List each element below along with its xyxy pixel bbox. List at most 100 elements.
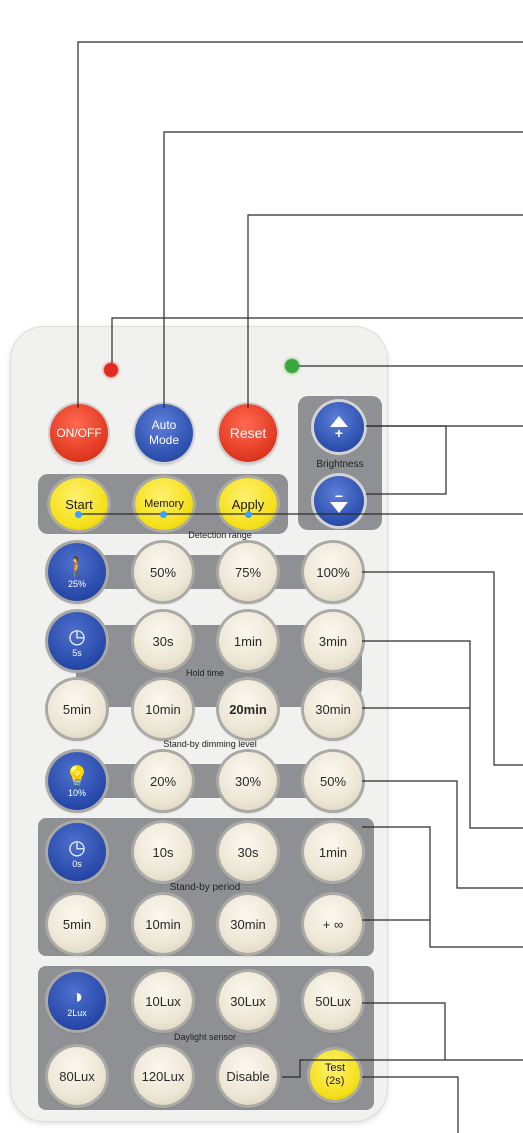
brightness-up-button[interactable]: +	[314, 402, 364, 452]
daylight-50lux-label: 50Lux	[315, 993, 351, 1009]
hold-1min-button[interactable]: 1min	[219, 612, 277, 670]
detection-75-label: 75%	[234, 564, 262, 580]
brightness-label: Brightness	[316, 459, 364, 470]
memory-button[interactable]: Memory	[135, 478, 193, 530]
standby-dimming-label: Stand-by dimming level	[163, 739, 257, 749]
hold-time-mode-value: 5s	[72, 647, 82, 658]
detection-range-mode-value: 25%	[67, 578, 86, 589]
standby-period-label: Stand-by period	[169, 882, 241, 893]
hold-5min-button[interactable]: 5min	[48, 680, 106, 738]
standby-dimming-mode-value: 10%	[67, 787, 86, 798]
daylight-30lux-label: 30Lux	[230, 993, 266, 1009]
period-1min-label: 1min	[318, 844, 348, 860]
dimming-30-label: 30%	[234, 773, 262, 789]
hold-10min-button[interactable]: 10min	[134, 680, 192, 738]
standby-period-mode-button[interactable]: ◷ 0s	[48, 823, 106, 881]
hold-30s-button[interactable]: 30s	[134, 612, 192, 670]
standby-dimming-mode-button[interactable]: 💡 10%	[48, 752, 106, 810]
daylight-disable-button[interactable]: Disable	[219, 1047, 277, 1105]
arrow-down-icon	[330, 501, 348, 513]
dimming-50-label: 50%	[319, 773, 347, 789]
daylight-120lux-button[interactable]: 120Lux	[134, 1047, 192, 1105]
period-5min-button[interactable]: 5min	[48, 895, 106, 953]
hold-time-label: Hold time	[185, 668, 224, 678]
period-30min-button[interactable]: 30min	[219, 895, 277, 953]
reset-label: Reset	[229, 425, 267, 441]
reset-button[interactable]: Reset	[219, 404, 277, 462]
hold-20min-label: 20min	[229, 701, 267, 717]
arrow-up-icon	[330, 415, 348, 427]
memory-indicator-dot	[160, 511, 167, 518]
on-off-label: ON/OFF	[56, 426, 102, 440]
period-infinite-button[interactable]: + ∞	[304, 895, 362, 953]
period-10s-label: 10s	[152, 844, 174, 860]
dimming-30-button[interactable]: 30%	[219, 752, 277, 810]
hold-3min-button[interactable]: 3min	[304, 612, 362, 670]
clock-icon: ◷	[68, 836, 86, 859]
hold-1min-label: 1min	[233, 633, 263, 649]
detection-100-label: 100%	[316, 564, 350, 580]
bulb-icon: 💡	[64, 765, 90, 788]
plus-icon: +	[334, 424, 344, 441]
detection-75-button[interactable]: 75%	[219, 543, 277, 601]
hold-5min-label: 5min	[62, 701, 92, 717]
sun-half-icon: ◑	[70, 985, 84, 1008]
hold-30min-label: 30min	[315, 701, 351, 717]
standby-period-mode-value: 0s	[72, 858, 82, 869]
period-30s-label: 30s	[237, 844, 259, 860]
daylight-sensor-label: Daylight sensor	[173, 1032, 237, 1042]
auto-mode-label-line2: Mode	[148, 433, 180, 447]
daylight-120lux-label: 120Lux	[141, 1068, 185, 1084]
red-indicator-led	[104, 363, 118, 377]
dimming-50-button[interactable]: 50%	[304, 752, 362, 810]
walking-person-icon: 🚶	[64, 556, 90, 579]
daylight-10lux-label: 10Lux	[145, 993, 181, 1009]
test-label-line2: (2s)	[325, 1075, 345, 1087]
hold-10min-label: 10min	[145, 701, 181, 717]
daylight-sensor-mode-button[interactable]: ◑ 2Lux	[48, 972, 106, 1030]
daylight-30lux-button[interactable]: 30Lux	[219, 972, 277, 1030]
detection-50-label: 50%	[149, 564, 177, 580]
period-10min-label: 10min	[145, 916, 181, 932]
hold-time-mode-button[interactable]: ◷ 5s	[48, 612, 106, 670]
dimming-20-label: 20%	[149, 773, 177, 789]
hold-30s-label: 30s	[152, 633, 174, 649]
apply-label: Apply	[231, 496, 265, 512]
daylight-80lux-button[interactable]: 80Lux	[48, 1047, 106, 1105]
detection-range-label: Detection range	[188, 530, 252, 540]
daylight-10lux-button[interactable]: 10Lux	[134, 972, 192, 1030]
auto-mode-button[interactable]: Auto Mode	[135, 404, 193, 462]
detection-50-button[interactable]: 50%	[134, 543, 192, 601]
period-30min-label: 30min	[230, 916, 266, 932]
daylight-50lux-button[interactable]: 50Lux	[304, 972, 362, 1030]
start-indicator-dot	[75, 511, 82, 518]
daylight-disable-label: Disable	[226, 1068, 270, 1084]
clock-icon: ◷	[68, 625, 86, 648]
hold-20min-button[interactable]: 20min	[219, 680, 277, 738]
period-10s-button[interactable]: 10s	[134, 823, 192, 881]
hold-3min-label: 3min	[318, 633, 348, 649]
dimming-20-button[interactable]: 20%	[134, 752, 192, 810]
start-label: Start	[65, 496, 93, 512]
test-button[interactable]: Test (2s)	[310, 1050, 360, 1100]
period-1min-button[interactable]: 1min	[304, 823, 362, 881]
apply-button[interactable]: Apply	[219, 478, 277, 530]
start-button[interactable]: Start	[50, 478, 108, 530]
hold-30min-button[interactable]: 30min	[304, 680, 362, 738]
daylight-80lux-label: 80Lux	[59, 1068, 95, 1084]
detection-range-mode-button[interactable]: 🚶 25%	[48, 543, 106, 601]
minus-icon: −	[334, 487, 344, 504]
detection-100-button[interactable]: 100%	[304, 543, 362, 601]
daylight-sensor-mode-value: 2Lux	[67, 1007, 87, 1018]
period-30s-button[interactable]: 30s	[219, 823, 277, 881]
on-off-button[interactable]: ON/OFF	[50, 404, 108, 462]
period-10min-button[interactable]: 10min	[134, 895, 192, 953]
period-5min-label: 5min	[62, 916, 92, 932]
apply-indicator-dot	[245, 511, 252, 518]
memory-label: Memory	[144, 498, 184, 510]
auto-mode-label-line1: Auto	[151, 418, 177, 432]
green-indicator-led	[285, 359, 299, 373]
brightness-down-button[interactable]: −	[314, 476, 364, 526]
test-label-line1: Test	[324, 1062, 346, 1074]
period-infinite-label: + ∞	[322, 916, 344, 932]
